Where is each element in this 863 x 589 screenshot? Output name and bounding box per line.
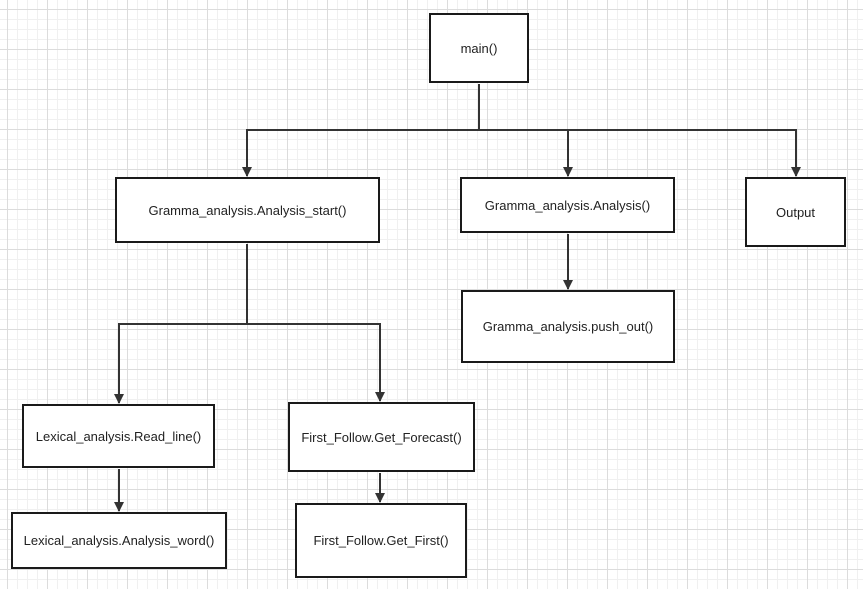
edge-analysis-start-to-read-line [114,244,248,404]
node-analysis-word-label: Lexical_analysis.Analysis_word() [23,533,215,548]
node-analysis-word[interactable]: Lexical_analysis.Analysis_word() [11,512,227,569]
node-read-line[interactable]: Lexical_analysis.Read_line() [22,404,215,468]
node-analysis-start[interactable]: Gramma_analysis.Analysis_start() [115,177,380,243]
edge-analysis-start-to-get-forecast [246,244,385,402]
edge-main-to-analysis-start [242,84,480,177]
node-push-out[interactable]: Gramma_analysis.push_out() [461,290,675,363]
edge-main-to-output [478,84,801,177]
node-main-label: main() [460,40,498,56]
node-get-first[interactable]: First_Follow.Get_First() [295,503,467,578]
node-analysis-start-label: Gramma_analysis.Analysis_start() [148,202,347,218]
node-output-label: Output [775,204,816,220]
node-push-out-label: Gramma_analysis.push_out() [482,319,654,334]
node-output[interactable]: Output [745,177,846,247]
node-analysis[interactable]: Gramma_analysis.Analysis() [460,177,675,233]
node-main[interactable]: main() [429,13,529,83]
node-analysis-label: Gramma_analysis.Analysis() [484,197,651,213]
node-get-forecast-label: First_Follow.Get_Forecast() [301,429,462,445]
node-get-first-label: First_Follow.Get_First() [313,533,449,548]
node-get-forecast[interactable]: First_Follow.Get_Forecast() [288,402,475,472]
node-read-line-label: Lexical_analysis.Read_line() [35,428,202,444]
